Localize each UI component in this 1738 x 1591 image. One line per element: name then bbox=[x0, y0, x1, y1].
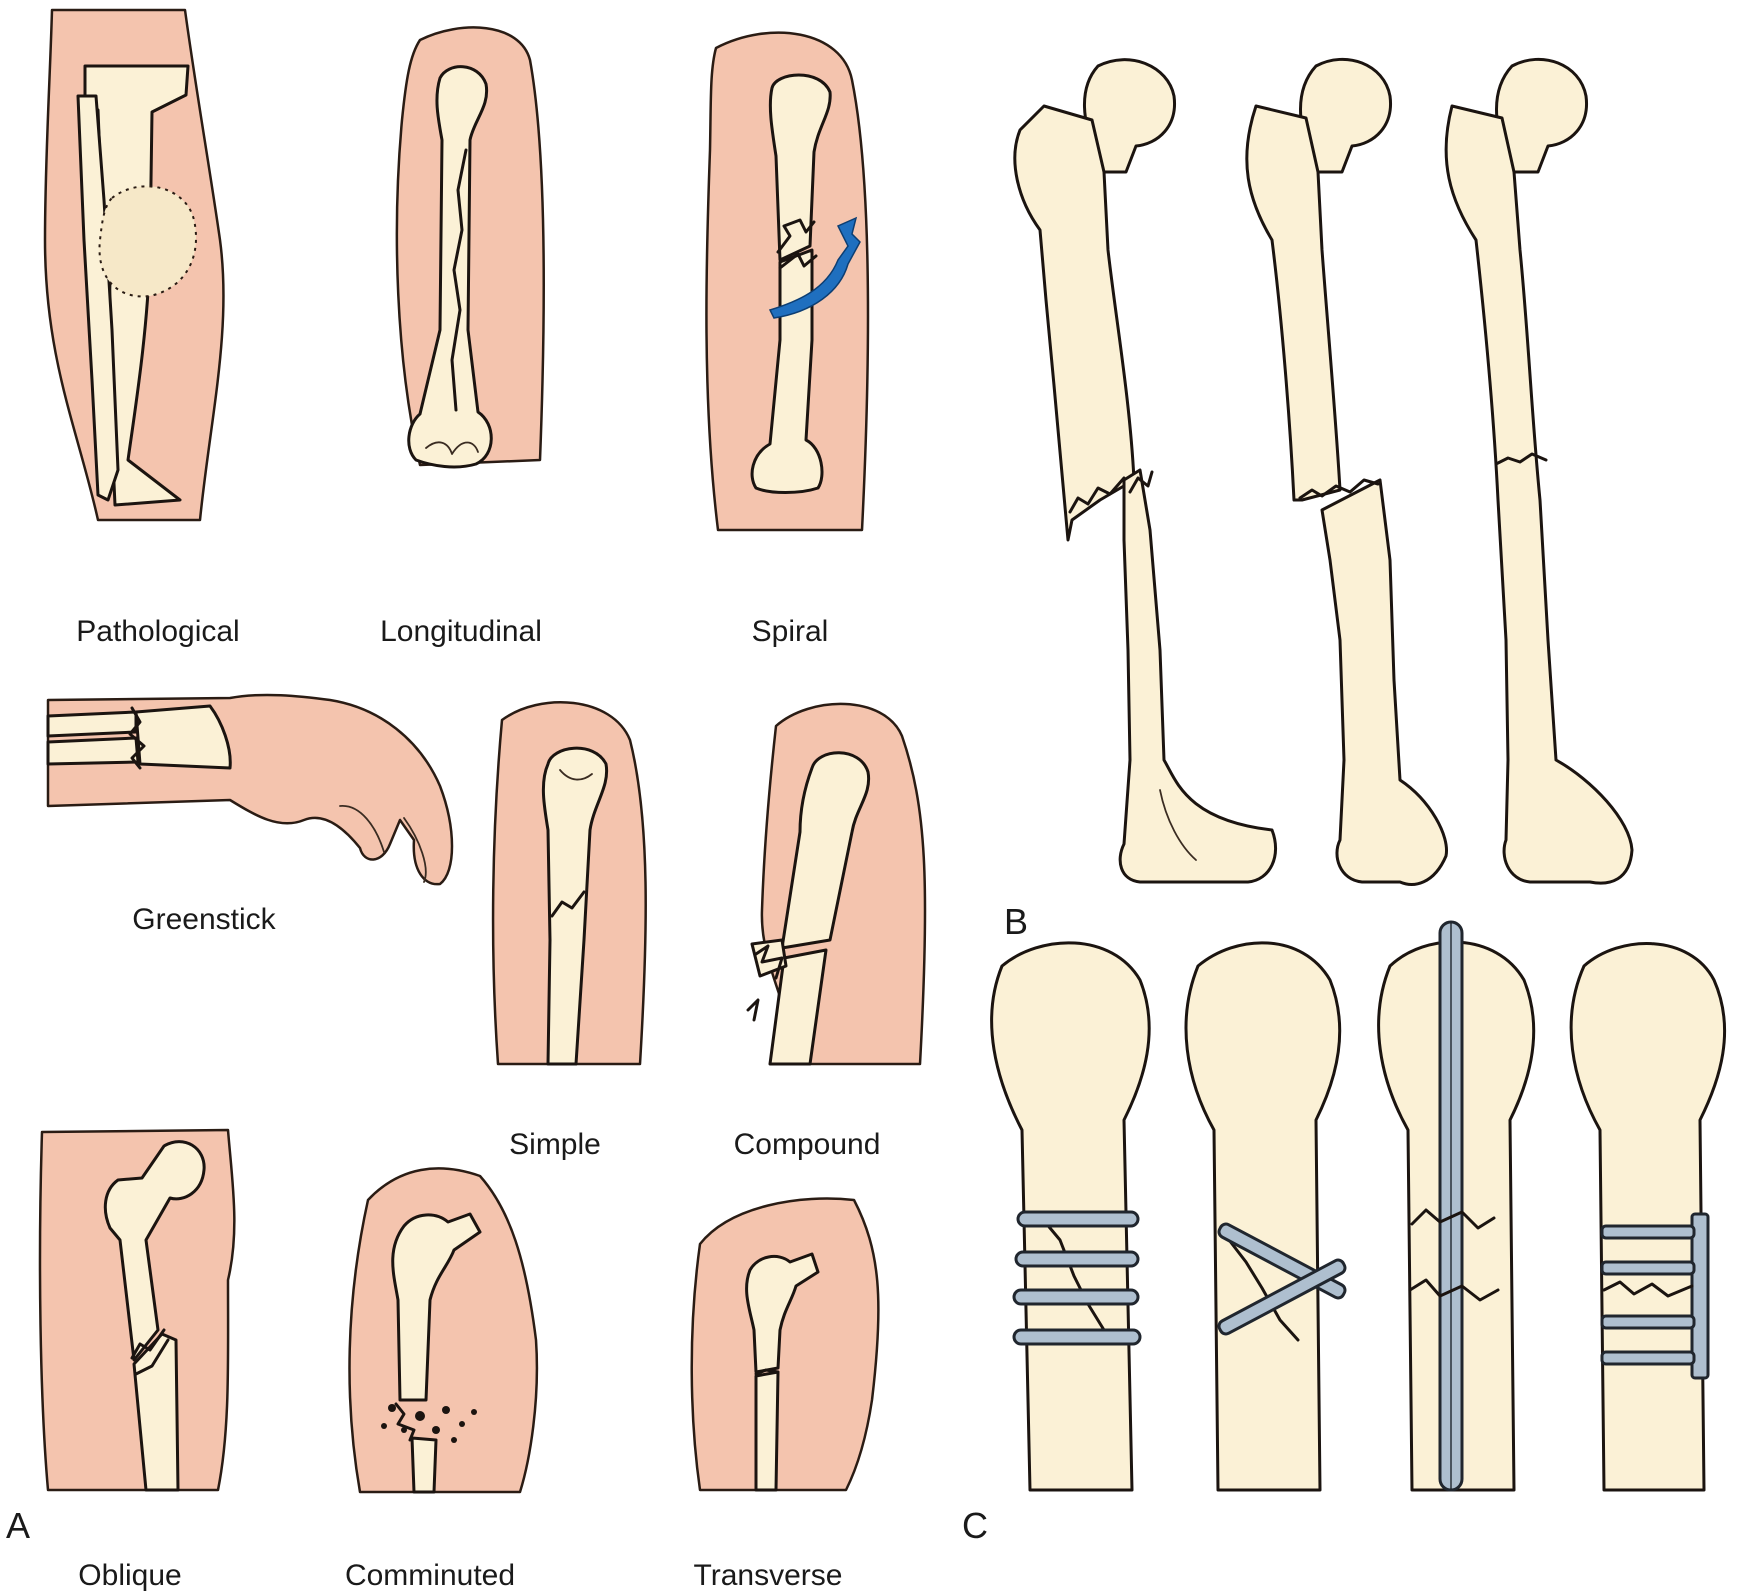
femur-oblique-displaced bbox=[1013, 58, 1278, 884]
label-comminuted: Comminuted bbox=[345, 1559, 515, 1591]
label-transverse: Transverse bbox=[694, 1559, 843, 1591]
pathological-illustration bbox=[43, 8, 225, 522]
fixation-cerclage-wires bbox=[990, 941, 1151, 1492]
spiral-illustration bbox=[705, 31, 870, 532]
panel-c-fixation bbox=[990, 920, 1727, 1492]
fixation-intramedullary-rod bbox=[1377, 920, 1536, 1492]
greenstick-illustration bbox=[46, 693, 454, 886]
longitudinal-illustration bbox=[395, 26, 546, 469]
simple-illustration bbox=[491, 701, 647, 1066]
label-oblique: Oblique bbox=[78, 1559, 181, 1591]
femur-transverse-displaced bbox=[1245, 57, 1448, 886]
transverse-illustration bbox=[690, 1197, 880, 1492]
oblique-illustration bbox=[38, 1128, 236, 1492]
femur-transverse-undisplaced bbox=[1444, 57, 1634, 885]
label-longitudinal: Longitudinal bbox=[380, 615, 542, 648]
label-simple: Simple bbox=[509, 1128, 601, 1161]
compound-illustration bbox=[746, 702, 927, 1066]
fixation-plate-screws bbox=[1569, 942, 1727, 1492]
label-pathological: Pathological bbox=[76, 615, 239, 648]
panel-label-b: B bbox=[1004, 901, 1028, 942]
comminuted-illustration bbox=[348, 1167, 539, 1494]
bone-fragments bbox=[381, 1404, 477, 1443]
panel-label-c: C bbox=[962, 1505, 988, 1546]
tumor-lesion bbox=[98, 185, 198, 298]
curved-arrow-icon bbox=[768, 216, 861, 319]
label-compound: Compound bbox=[734, 1128, 881, 1161]
panel-label-a: A bbox=[6, 1505, 30, 1546]
panel-b-femurs bbox=[1013, 57, 1634, 886]
fixation-crossed-wires bbox=[1184, 941, 1347, 1492]
label-greenstick: Greenstick bbox=[132, 903, 276, 936]
label-spiral: Spiral bbox=[752, 615, 829, 648]
